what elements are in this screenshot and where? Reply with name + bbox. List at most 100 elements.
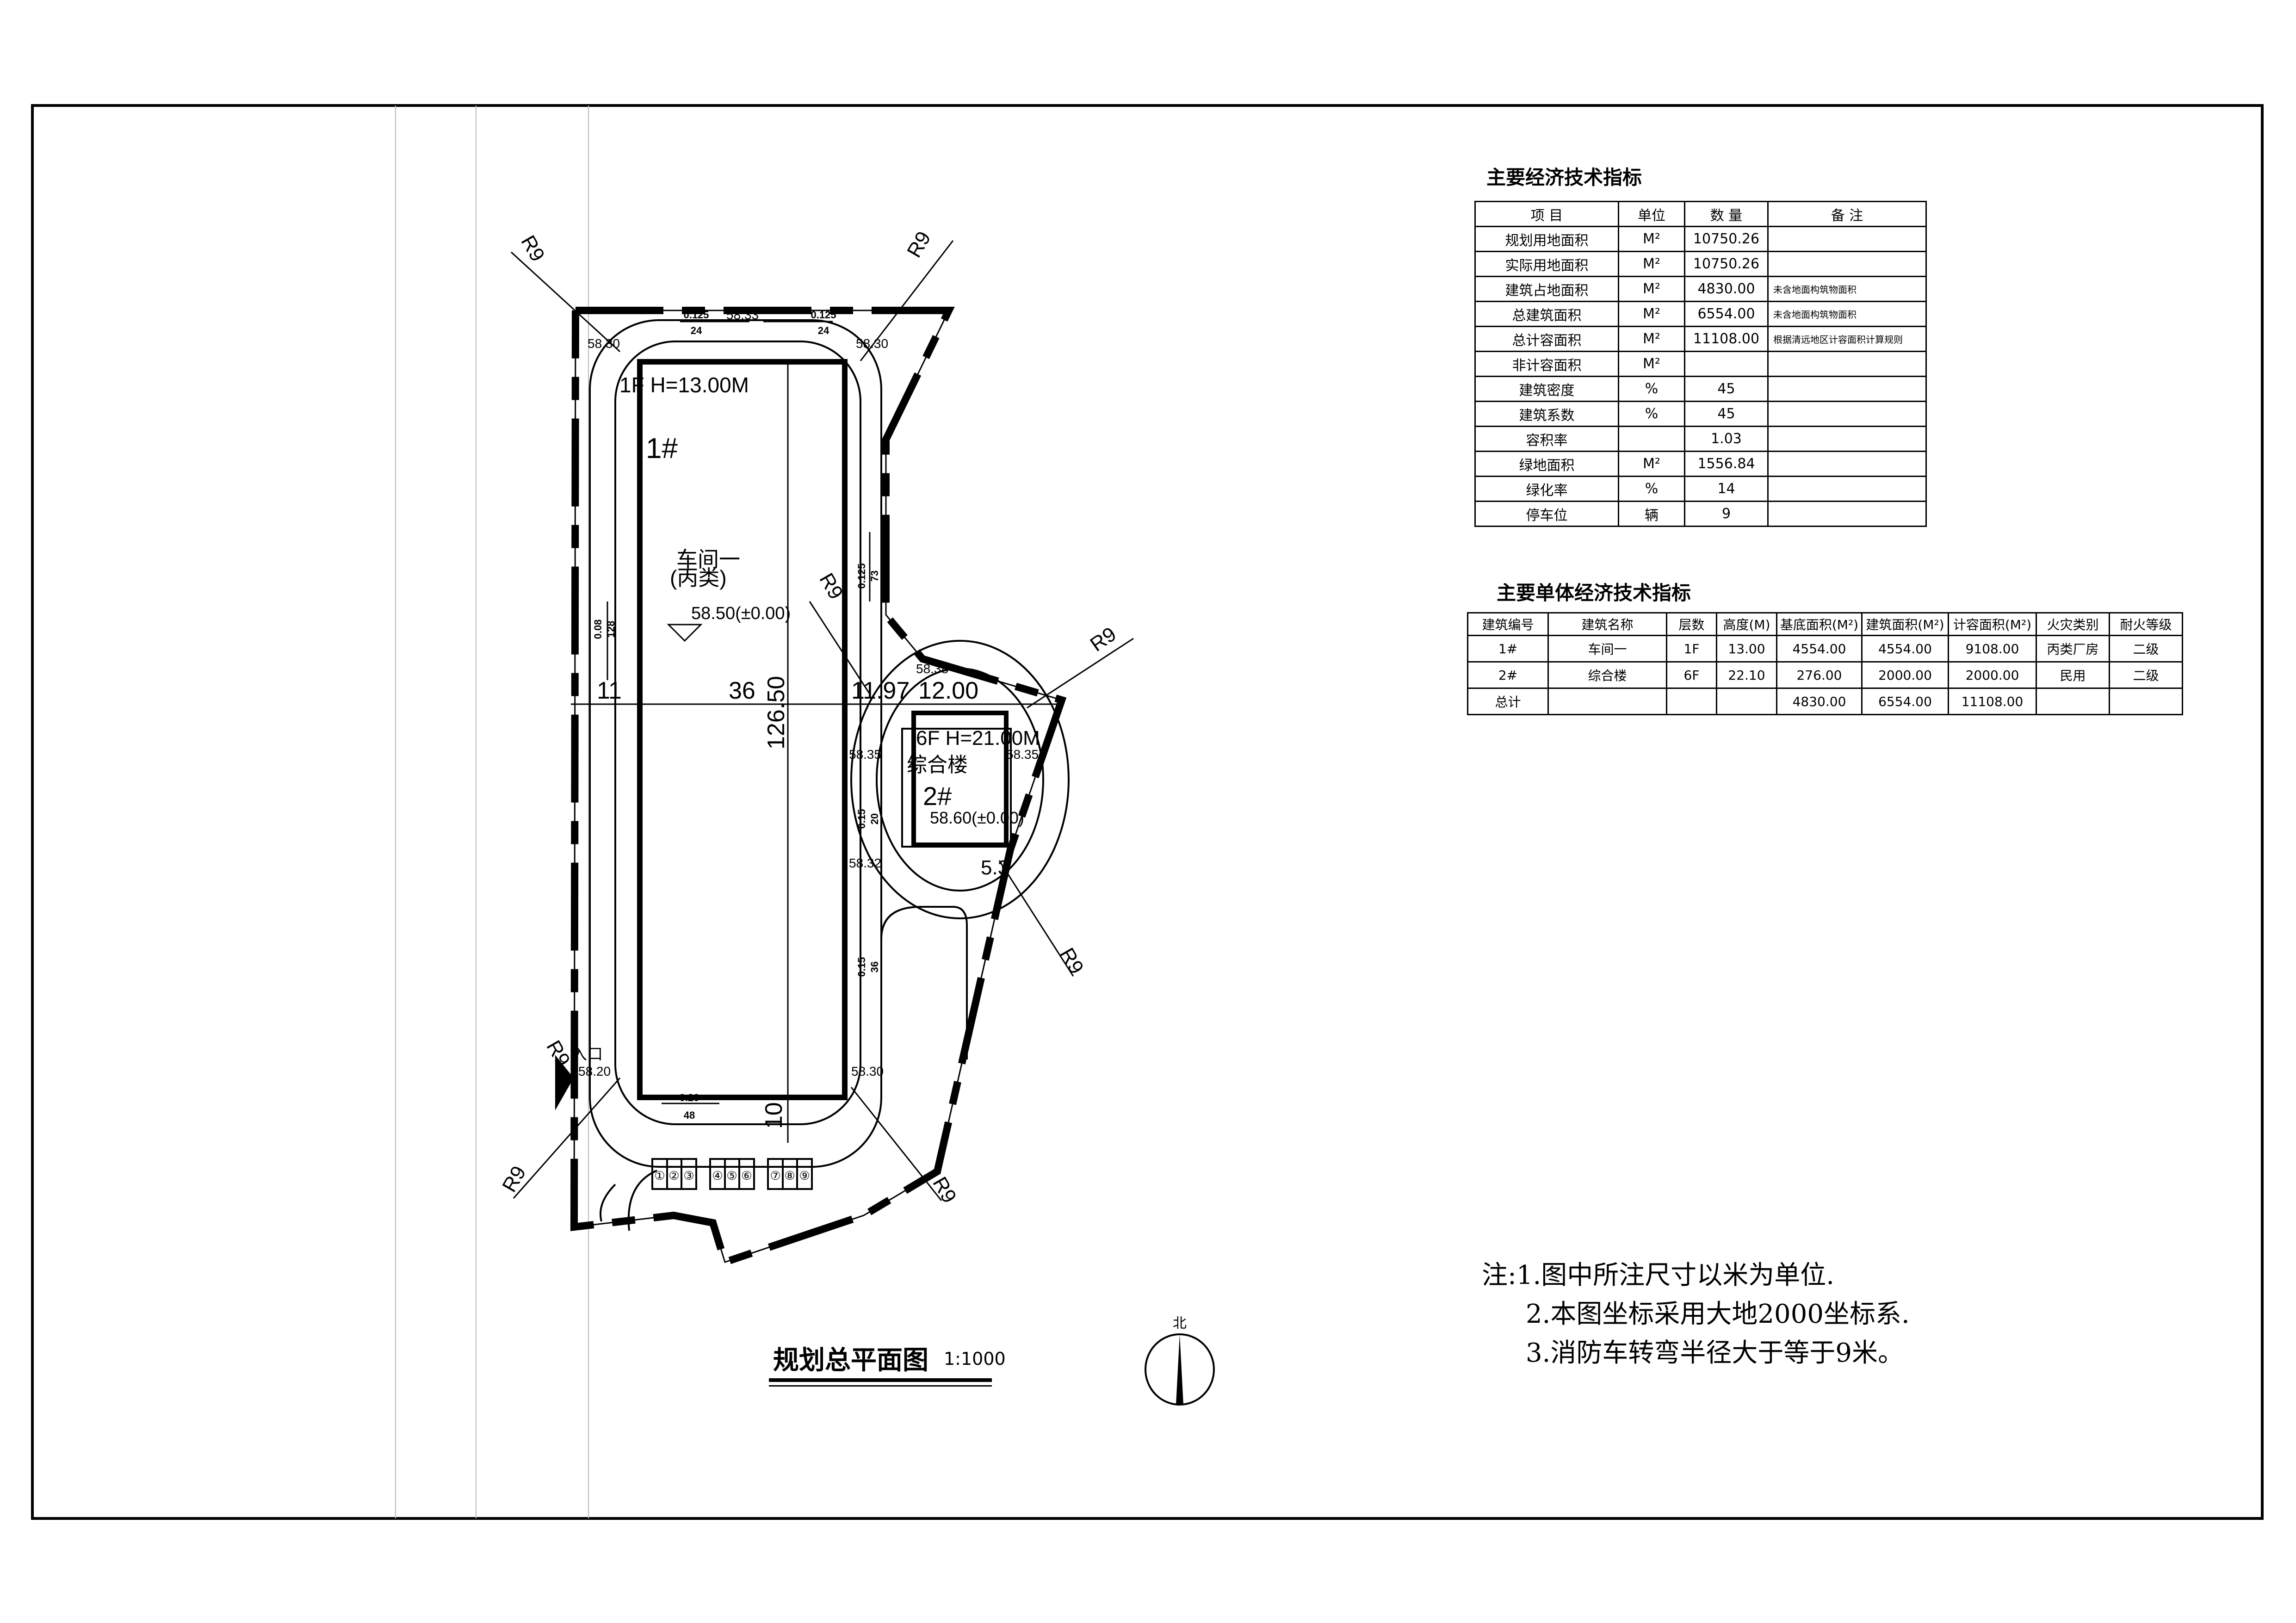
table-cell: 总建筑面积 (1474, 301, 1619, 327)
table-cell (1767, 501, 1927, 527)
table-cell: 停车位 (1474, 501, 1619, 527)
table-cell (1767, 401, 1927, 427)
table-cell (1767, 376, 1927, 402)
column-header: 高度(M) (1716, 612, 1777, 636)
note-2: 2.本图坐标采用大地2000坐标系. (1526, 1299, 1910, 1329)
column-header: 建筑名称 (1547, 612, 1667, 636)
building-indicators-table: 建筑编号建筑名称层数高度(M)基底面积(M²)建筑面积(M²)计容面积(M²)火… (1467, 612, 2183, 715)
table-cell: 9 (1684, 501, 1769, 527)
dimension-126-50: 126.50 (763, 676, 790, 750)
north-arrow: 北 (1145, 1316, 1215, 1406)
site-boundary (570, 307, 1067, 1267)
title-underline (769, 1385, 992, 1387)
table-cell: 辆 (1618, 501, 1685, 527)
elevation-point: 58.35 (1006, 747, 1039, 762)
column-header: 耐火等级 (2109, 612, 2183, 636)
note-1: 注:1.图中所注尺寸以米为单位. (1482, 1260, 1835, 1290)
elevation-point: 58.20 (578, 1064, 611, 1078)
parking-space-1: ① (654, 1169, 665, 1183)
entrance-arrow-icon (555, 1055, 574, 1110)
reference-lines (395, 105, 589, 1518)
table-cell: M² (1618, 301, 1685, 327)
column-header: 火灾类别 (2036, 612, 2110, 636)
turning-radius-leaders (510, 240, 1134, 1201)
table-cell (2109, 688, 2183, 715)
table-cell: 总计容面积 (1474, 326, 1619, 352)
column-header: 数 量 (1684, 201, 1769, 227)
table-cell: 二级 (2109, 661, 2183, 689)
building-2-elevation: 58.60(±0.00) (930, 808, 1024, 827)
building-1-class: (丙类) (670, 566, 727, 590)
table-cell: 4830.00 (1776, 688, 1863, 715)
table-header-row: 建筑编号建筑名称层数高度(M)基底面积(M²)建筑面积(M²)计容面积(M²)火… (1467, 612, 2183, 636)
table-cell: 6554.00 (1684, 301, 1769, 327)
table1-title: 主要经济技术指标 (1486, 166, 1642, 189)
radius-label: R9 (903, 228, 935, 261)
dimension-11-97: 11.97 (851, 677, 910, 704)
parking-space-2: ② (668, 1169, 679, 1183)
drawing-frame (31, 104, 2264, 1520)
table-cell: 276.00 (1776, 661, 1863, 689)
table-cell: 容积率 (1474, 426, 1619, 452)
table-cell (1767, 451, 1927, 477)
column-header: 项 目 (1474, 201, 1619, 227)
table-cell: 总计 (1467, 688, 1549, 715)
table-cell: 45 (1684, 376, 1769, 402)
building-1-outline (637, 359, 848, 1100)
table2-title: 主要单体经济技术指标 (1497, 582, 1691, 604)
building-2-outline (911, 711, 1009, 847)
table-cell (2036, 688, 2110, 715)
slope-length: 48 (684, 1109, 695, 1121)
slope-grade: 0.125 (856, 563, 867, 588)
north-arrow-icon (1176, 1334, 1183, 1405)
slope-length: 24 (691, 325, 702, 336)
elevation-point: 58.33 (726, 308, 759, 322)
slope-length: 128 (605, 621, 617, 638)
dimension-lines (571, 321, 1062, 1143)
table-cell: 9108.00 (1948, 635, 2037, 663)
table-cell (1767, 351, 1927, 377)
building-2-footprint (901, 728, 1012, 848)
table-cell: 未含地面构筑物面积 (1767, 301, 1927, 327)
parking-spaces (651, 1158, 813, 1190)
slope-length: 20 (869, 813, 880, 824)
table-cell (1684, 351, 1769, 377)
drawing-title: 规划总平面图 (773, 1345, 928, 1375)
column-header: 层数 (1666, 612, 1717, 636)
parking-space-3: ③ (683, 1169, 694, 1183)
table-cell: 实际用地面积 (1474, 251, 1619, 277)
dimension-5-3: 5.3 (981, 856, 1009, 879)
parking-space-7: ⑦ (770, 1169, 780, 1183)
elevation-point: 58.38 (916, 662, 948, 676)
column-header: 单位 (1618, 201, 1685, 227)
table-cell: 45 (1684, 401, 1769, 427)
table-row: 建筑系数%45 (1474, 401, 1927, 427)
table-cell: 非计容面积 (1474, 351, 1619, 377)
table-cell: 2000.00 (1948, 661, 2037, 689)
table-cell: 22.10 (1716, 661, 1777, 689)
slope-grade: 0.15 (856, 957, 867, 977)
notes: 注:1.图中所注尺寸以米为单位. 2.本图坐标采用大地2000坐标系. 3.消防… (1482, 1256, 1910, 1373)
slope-grade: 0.125 (683, 309, 709, 321)
dimension-10: 10 (761, 1102, 787, 1129)
radius-label: R9 (516, 232, 549, 266)
parking-space-4: ④ (712, 1169, 723, 1183)
table-cell: 11108.00 (1684, 326, 1769, 352)
elevation-point: 58.35 (849, 747, 881, 762)
table-cell: 4554.00 (1861, 635, 1949, 663)
table-cell (1618, 426, 1685, 452)
slope-length: 36 (869, 961, 880, 973)
parking-space-5: ⑤ (726, 1169, 737, 1183)
slope-grade: 0.08 (592, 619, 604, 639)
table-cell: M² (1618, 351, 1685, 377)
table-cell: M² (1618, 226, 1685, 252)
entrance-label: 入口 (571, 1046, 603, 1063)
slope-grade: 0.15 (856, 809, 867, 829)
table-cell: % (1618, 476, 1685, 502)
drawing-scale: 1:1000 (944, 1349, 1006, 1369)
